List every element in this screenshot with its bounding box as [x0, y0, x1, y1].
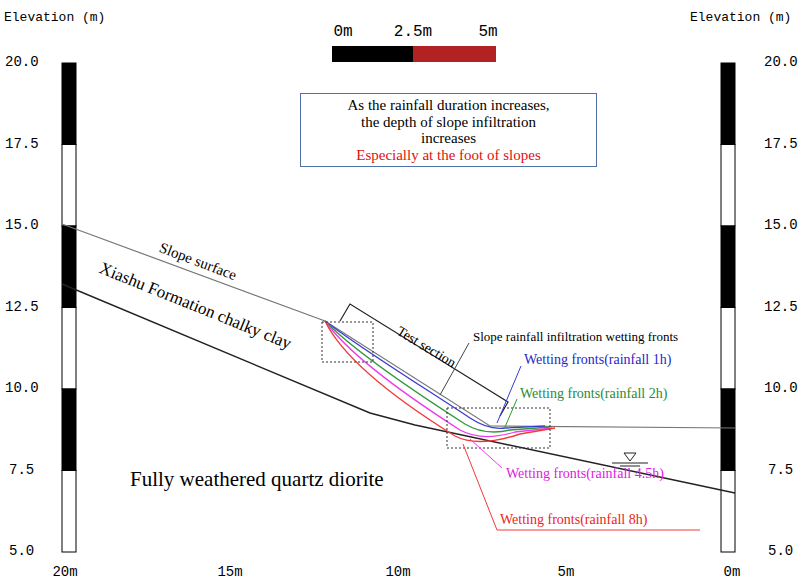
- front-label: Wetting fronts(rainfall 8h): [500, 512, 647, 527]
- left-elevation-bar: [62, 63, 76, 552]
- test-section-bracket: [340, 304, 508, 416]
- surface-label: Slope surface: [157, 239, 239, 283]
- tick-label: 20.0: [5, 55, 39, 70]
- note-text: Especially at the foot of slopes: [341, 147, 556, 164]
- tick-label: 7.5: [768, 463, 793, 478]
- scale-bar: [332, 46, 496, 62]
- water-table-symbol: [612, 453, 648, 466]
- section-label: Test section: [394, 323, 459, 370]
- tick-label: 17.5: [5, 137, 39, 152]
- detail-box: [447, 408, 550, 448]
- tick-label: 20.0: [764, 55, 798, 70]
- callout-label: Slope rainfall infiltration wetting fron…: [471, 330, 680, 344]
- stratum-label: Fully weathered quartz diorite: [130, 468, 384, 491]
- distance-label: 20m: [52, 565, 77, 580]
- tick-label: 5.0: [9, 544, 34, 559]
- tick-label: 12.5: [764, 300, 798, 315]
- front-label: Wetting fronts(rainfall 2h): [520, 386, 667, 401]
- front-label: Wetting fronts(rainfall 1h): [524, 352, 671, 367]
- axis-title: Elevation (m): [690, 11, 791, 25]
- tick-label: 10.0: [764, 381, 798, 396]
- tick-label: 5.0: [768, 544, 793, 559]
- leader-lines: [440, 343, 700, 530]
- distance-label: 15m: [217, 565, 242, 580]
- distance-label: 0m: [724, 565, 741, 580]
- tick-label: 10.0: [5, 381, 39, 396]
- note-box: As the rainfall duration increases, the …: [300, 93, 597, 167]
- distance-label: 10m: [385, 565, 410, 580]
- tick-label: 15.0: [5, 218, 39, 233]
- scale-label: 5m: [478, 24, 497, 42]
- tick-label: 12.5: [5, 300, 39, 315]
- detail-box: [322, 322, 373, 362]
- tick-label: 7.5: [9, 463, 34, 478]
- axis-title: Elevation (m): [4, 11, 105, 25]
- right-elevation-bar: [721, 63, 735, 552]
- scale-label: 0m: [333, 24, 352, 42]
- tick-label: 15.0: [764, 218, 798, 233]
- note-text: As the rainfall duration increases, the …: [341, 97, 556, 147]
- stratum-boundary: [62, 284, 735, 493]
- distance-label: 5m: [558, 565, 575, 580]
- scale-label: 2.5m: [394, 24, 432, 42]
- tick-label: 17.5: [764, 137, 798, 152]
- front-label: Wetting fronts(rainfall 4.5h): [506, 466, 664, 481]
